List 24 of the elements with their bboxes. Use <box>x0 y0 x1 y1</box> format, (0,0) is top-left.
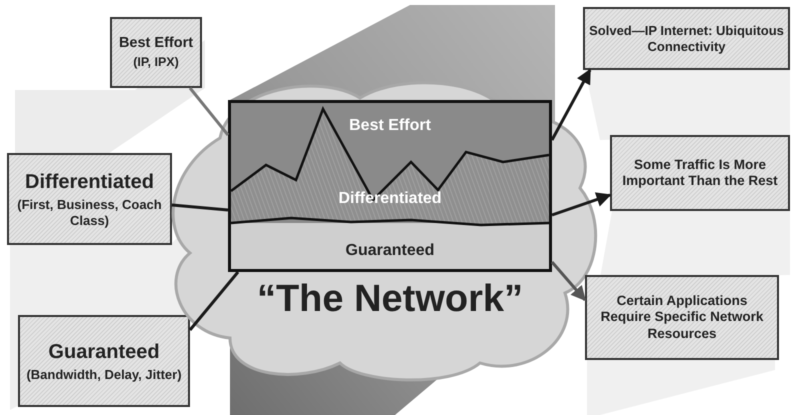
text-box <box>585 275 779 360</box>
box-heading: Guaranteed <box>48 340 160 364</box>
text-box <box>18 315 190 407</box>
text-box <box>610 135 790 211</box>
box-heading: Differentiated <box>25 170 154 194</box>
arrow <box>550 68 592 141</box>
cloud-title: “The Network” <box>256 278 524 321</box>
text-box <box>583 7 790 70</box>
box-text: Certain Applications Require Specific Network Resources <box>600 293 764 342</box>
box-text: (First, Business, Coach Class) <box>16 196 163 228</box>
band-label: Best Effort <box>348 117 432 135</box>
box-text: (IP, IPX) <box>133 55 179 70</box>
band-label: Differentiated <box>337 190 443 208</box>
box-text: (Bandwidth, Delay, Jitter) <box>26 366 182 382</box>
connector-line <box>188 271 240 331</box>
text-box <box>7 153 172 245</box>
arrow <box>552 192 612 216</box>
band-label: Guaranteed <box>344 242 436 260</box>
connector-line <box>188 87 230 136</box>
box-heading: Best Effort <box>118 34 194 52</box>
arrow <box>550 261 586 302</box>
box-text: Some Traffic Is More Important Than the Rest <box>621 156 779 190</box>
box-text: Solved—IP Internet: Ubiquitous Connectivity <box>589 22 784 54</box>
text-box <box>110 17 202 88</box>
